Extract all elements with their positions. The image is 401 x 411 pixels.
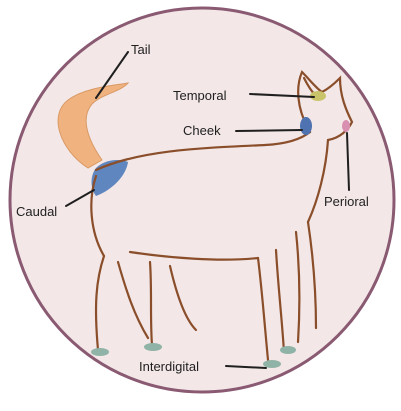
cheek-gland-patch bbox=[300, 117, 312, 135]
label-caudal: Caudal bbox=[16, 205, 57, 218]
label-cheek: Cheek bbox=[183, 124, 221, 137]
label-perioral: Perioral bbox=[324, 195, 369, 208]
label-interdigital: Interdigital bbox=[139, 360, 199, 373]
label-temporal: Temporal bbox=[173, 89, 226, 102]
cheek-leader-line bbox=[236, 130, 302, 131]
label-tail: Tail bbox=[131, 43, 151, 56]
perioral-gland-patch bbox=[342, 120, 350, 132]
